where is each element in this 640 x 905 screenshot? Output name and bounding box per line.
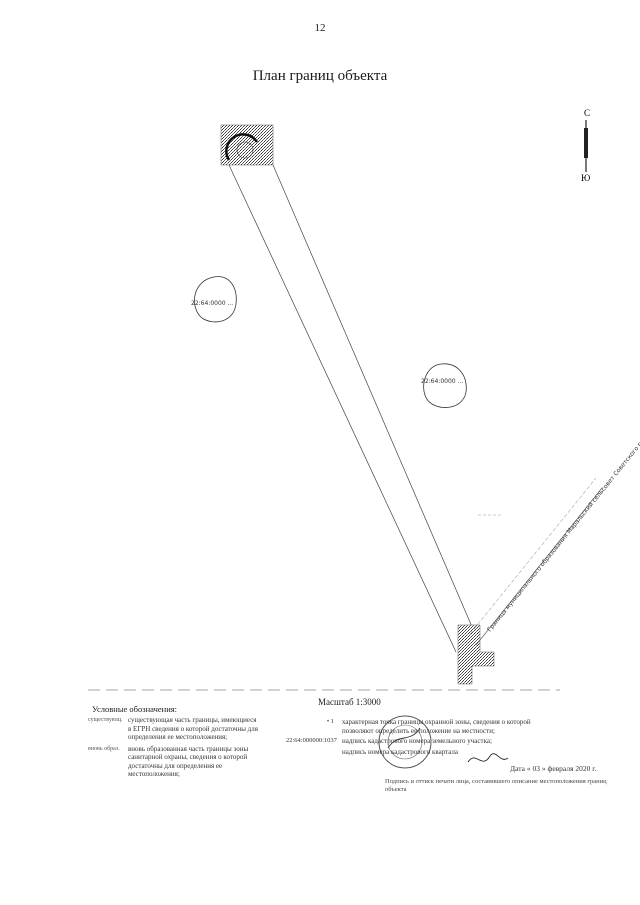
legend-item-mark: существующ.: [88, 717, 123, 723]
zone-boundary: Граница муниципального образования Марал…: [469, 251, 640, 646]
parcel-left: 22:64:0000 ...: [191, 276, 237, 323]
page-title: План границ объекта: [252, 68, 388, 84]
legend-item-mark: • 1: [326, 718, 334, 725]
legend-item: 22:64:000000:1037 надпись кадастрового н…: [286, 737, 552, 746]
bottom-parcel-block: [457, 624, 495, 685]
top-parcel-block: [220, 124, 274, 166]
legend-item-mark: 22:64:000000:1037: [286, 737, 337, 744]
parcel-right: 22:64:0000 ...: [421, 363, 467, 408]
stamp-seal: [378, 715, 432, 769]
signature-date: « 03 » февраля 2020 г.: [526, 764, 597, 773]
legend-item-text: надпись номера кадастрового квартала: [342, 747, 459, 756]
legend-left: существующ. существующая часть границы, …: [88, 716, 258, 779]
zone-boundary-label: Граница муниципального образования Марал…: [486, 251, 640, 634]
legend-title: Условные обозначения:: [92, 704, 178, 714]
signature-footnote: Подпись и оттиск печати лица, составивше…: [385, 778, 607, 793]
scale-label: Масштаб 1:3000: [318, 697, 381, 707]
corridor-strip: [228, 164, 480, 653]
parcel-left-label: 22:64:0000 ...: [191, 300, 233, 307]
signature-line: Дата « 03 » февраля 2020 г.: [510, 764, 596, 773]
compass-north: С: [584, 108, 590, 118]
legend-item: • 1 характерная точка границы охранной з…: [286, 718, 552, 735]
signature-scribble: [467, 753, 509, 763]
page-number: 12: [314, 22, 326, 34]
legend-item: вновь образ. вновь образованная часть гр…: [88, 745, 258, 779]
legend-right: • 1 характерная точка границы охранной з…: [286, 718, 552, 756]
compass-south: Ю: [581, 173, 590, 183]
legend-item: существующ. существующая часть границы, …: [88, 716, 258, 742]
legend-item-text: характерная точка границы охранной зоны,…: [342, 718, 531, 735]
signature-date-label: Дата: [510, 764, 525, 773]
legend-item: надпись номера кадастрового квартала: [286, 748, 552, 757]
legend-item-text: надпись кадастрового номера земельного у…: [342, 737, 492, 745]
parcel-right-label: 22:64:0000 ...: [421, 378, 463, 385]
compass-icon: С Ю: [581, 108, 590, 183]
legend-item-mark: вновь образ.: [88, 745, 120, 752]
legend-item-text: существующая часть границы, имеющиеся в …: [128, 716, 258, 741]
legend-item-text: вновь образованная часть границы зоны са…: [128, 744, 249, 779]
legend-item-mark: [286, 748, 342, 757]
